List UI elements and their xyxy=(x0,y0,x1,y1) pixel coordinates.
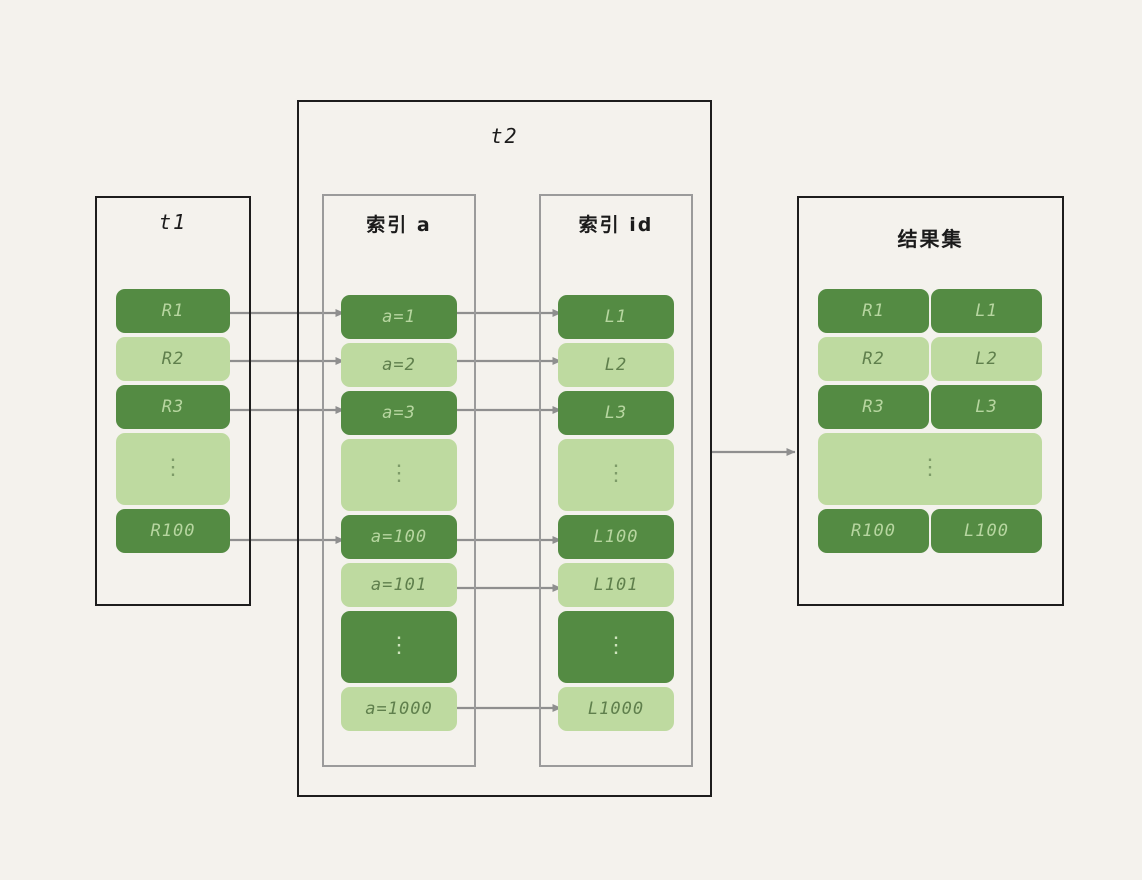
index-id-row-cell: L1000 xyxy=(558,687,674,731)
result-set-row-right: L1 xyxy=(931,289,1042,333)
index-id-title: 索引 id xyxy=(578,214,654,236)
index-a-row-cell: a=2 xyxy=(341,343,457,387)
result-set-row-right-label: L1 xyxy=(975,301,998,321)
result-set-row-left-label: R3 xyxy=(862,397,885,417)
index-a-row-cell: a=100 xyxy=(341,515,457,559)
index-a-row-label: a=3 xyxy=(382,403,416,423)
index-a-box: 索引 a a=1 a=2 a=3 ⋮ a=100 a=101 ⋮ a=1000 xyxy=(322,194,476,767)
index-a-row-label: a=101 xyxy=(370,575,428,595)
index-a-row-cell: ⋮ xyxy=(341,439,457,511)
index-id-row-label: L100 xyxy=(593,527,639,547)
table-t1-row-label: R3 xyxy=(161,397,185,417)
index-a-row-label: a=1000 xyxy=(365,699,433,719)
table-t1-row-cell: R2 xyxy=(116,337,230,381)
index-id-row-cell: L101 xyxy=(558,563,674,607)
result-set-row-left: R100 xyxy=(818,509,929,553)
ellipsis-icon: ⋮ xyxy=(388,633,410,659)
index-id-row-label: L3 xyxy=(604,403,628,423)
result-set-row-left-label: R1 xyxy=(862,301,885,321)
index-a-row-cell: a=101 xyxy=(341,563,457,607)
ellipsis-icon: ⋮ xyxy=(605,461,627,487)
result-set-row-left-label: R2 xyxy=(862,349,885,369)
table-t2-box: t2 索引 a a=1 a=2 a=3 ⋮ a=100 a=101 ⋮ a=1000 索引 i… xyxy=(297,100,712,797)
table-t1-row-cell: R3 xyxy=(116,385,230,429)
index-a-row-cell: a=1 xyxy=(341,295,457,339)
index-id-row-label: L1000 xyxy=(587,699,645,719)
index-id-row-cell: L100 xyxy=(558,515,674,559)
index-id-row-cell: ⋮ xyxy=(558,611,674,683)
result-set-row-right-label: L3 xyxy=(975,397,998,417)
ellipsis-icon: ⋮ xyxy=(605,633,627,659)
index-id-row-cell: ⋮ xyxy=(558,439,674,511)
index-id-row-label: L2 xyxy=(604,355,628,375)
index-id-row-label: L1 xyxy=(604,307,628,327)
ellipsis-icon: ⋮ xyxy=(388,461,410,487)
index-a-row-cell: a=3 xyxy=(341,391,457,435)
index-id-row-cell: L1 xyxy=(558,295,674,339)
result-set-title: 结果集 xyxy=(897,227,964,251)
index-id-row-label: L101 xyxy=(593,575,639,595)
index-a-row-cell: a=1000 xyxy=(341,687,457,731)
table-t1-row-label: R100 xyxy=(150,521,196,541)
index-a-row-label: a=1 xyxy=(382,307,416,327)
index-id-row-cell: L3 xyxy=(558,391,674,435)
index-a-row-cell: ⋮ xyxy=(341,611,457,683)
table-t1-row-cell: R1 xyxy=(116,289,230,333)
result-set-row-right: L100 xyxy=(931,509,1042,553)
result-set-row-left: R1 xyxy=(818,289,929,333)
table-t1-row-cell: R100 xyxy=(116,509,230,553)
index-a-row-label: a=100 xyxy=(370,527,428,547)
index-a-title: 索引 a xyxy=(366,214,432,236)
table-t1-row-label: R1 xyxy=(161,301,185,321)
result-set-row-left: R3 xyxy=(818,385,929,429)
result-set-row-right-label: L100 xyxy=(964,521,1009,541)
ellipsis-icon: ⋮ xyxy=(162,455,184,481)
result-set-row-merged: ⋮ xyxy=(818,433,1042,505)
ellipsis-icon: ⋮ xyxy=(919,455,941,481)
index-id-row-cell: L2 xyxy=(558,343,674,387)
result-set-row-right: L2 xyxy=(931,337,1042,381)
table-t1-title: t1 xyxy=(158,210,188,234)
table-t1-row-label: R2 xyxy=(161,349,185,369)
result-set-row-right: L3 xyxy=(931,385,1042,429)
table-t1-row-cell: ⋮ xyxy=(116,433,230,505)
result-set-row-right-label: L2 xyxy=(975,349,998,369)
index-a-row-label: a=2 xyxy=(382,355,416,375)
result-set-row-left: R2 xyxy=(818,337,929,381)
result-set-row-left-label: R100 xyxy=(851,521,896,541)
table-t2-title: t2 xyxy=(490,124,519,148)
